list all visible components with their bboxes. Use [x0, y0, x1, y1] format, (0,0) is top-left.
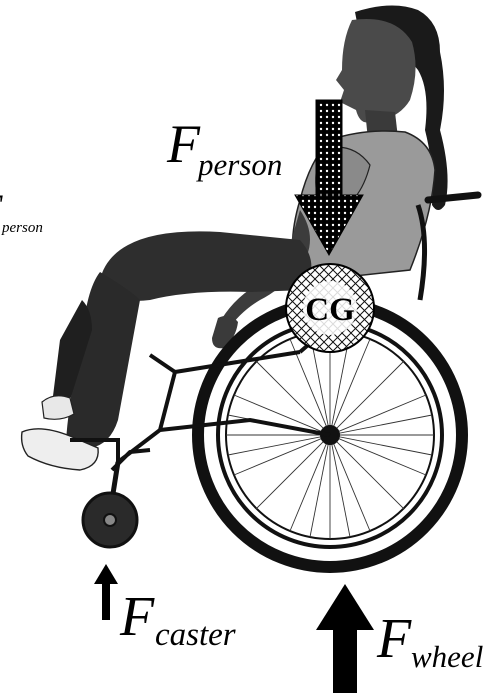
- f-person-symbol: F: [166, 114, 201, 174]
- f-person-subscript: person: [196, 147, 282, 182]
- label-f-person: F person: [166, 114, 282, 182]
- f-caster-symbol: F: [119, 586, 155, 648]
- person-figure: [22, 5, 448, 470]
- label-f-person-cropped: F person: [0, 186, 43, 236]
- force-caster-arrow: [94, 564, 118, 620]
- f-wheel-subscript: wheel: [411, 639, 483, 674]
- center-of-gravity-marker: CG: [286, 264, 374, 352]
- force-wheel-arrow: [316, 584, 374, 693]
- cg-label: CG: [305, 292, 355, 328]
- label-f-wheel: F wheel: [376, 608, 483, 674]
- f-person-edge-subscript: person: [1, 220, 43, 236]
- label-f-caster: F caster: [119, 586, 236, 653]
- f-wheel-symbol: F: [376, 608, 412, 670]
- shoe-back: [42, 396, 74, 420]
- caster-hub: [104, 514, 116, 526]
- head: [336, 19, 416, 123]
- push-handle: [428, 195, 478, 200]
- f-caster-subscript: caster: [155, 617, 236, 653]
- thigh: [100, 231, 311, 300]
